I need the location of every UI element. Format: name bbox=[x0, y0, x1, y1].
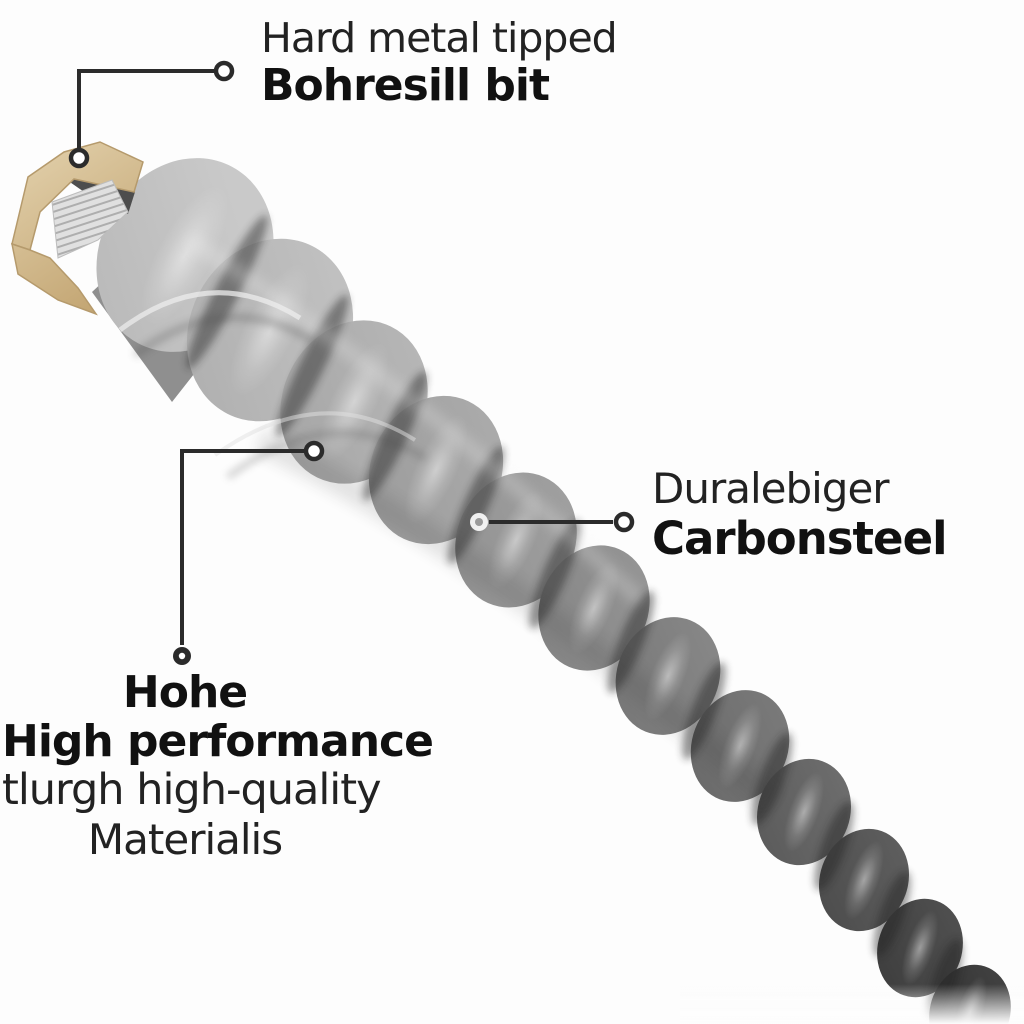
callout-tip-line1: Hard metal tipped bbox=[261, 14, 618, 62]
callout-lines bbox=[77, 69, 613, 645]
marker-ring-tip-object bbox=[68, 147, 90, 169]
callout-steel-line2: Carbonsteel bbox=[652, 512, 948, 565]
callout-steel-line1: Duralebiger bbox=[652, 464, 890, 513]
drill-shaft bbox=[92, 158, 1011, 1024]
marker-ring-steel-label bbox=[613, 511, 635, 533]
lobe-highlights bbox=[140, 183, 988, 1024]
callout-performance-label: Hohe High performance tlurgh high-qualit… bbox=[2, 667, 434, 864]
callout-tip-line2: Bohresill bit bbox=[261, 60, 550, 111]
callout-steel-label: Duralebiger Carbonsteel bbox=[652, 464, 948, 565]
callout-performance-line3: tlurgh high-quality bbox=[2, 765, 382, 815]
carbide-tip bbox=[11, 141, 144, 316]
callout-tip-leader bbox=[77, 69, 214, 149]
marker-dot-steel-object-center bbox=[475, 518, 483, 526]
tip-lower-jaw bbox=[11, 242, 98, 316]
callout-performance-leader bbox=[180, 449, 305, 645]
tip-roof-band bbox=[11, 141, 144, 251]
marker-dot-center bbox=[178, 652, 186, 660]
callout-markers bbox=[68, 60, 635, 665]
callout-tip-label: Hard metal tipped Bohresill bit bbox=[261, 14, 618, 111]
callout-performance-line4: Materialis bbox=[87, 815, 283, 864]
bottom-fade bbox=[680, 984, 1024, 1024]
flute-lines bbox=[118, 234, 779, 810]
marker-ring-tip-label bbox=[213, 60, 235, 82]
marker-ring-performance-object bbox=[303, 440, 325, 462]
callout-performance-line1: Hohe bbox=[122, 667, 248, 718]
tip-striped-face bbox=[51, 179, 129, 259]
callout-performance-line2: High performance bbox=[2, 716, 434, 767]
